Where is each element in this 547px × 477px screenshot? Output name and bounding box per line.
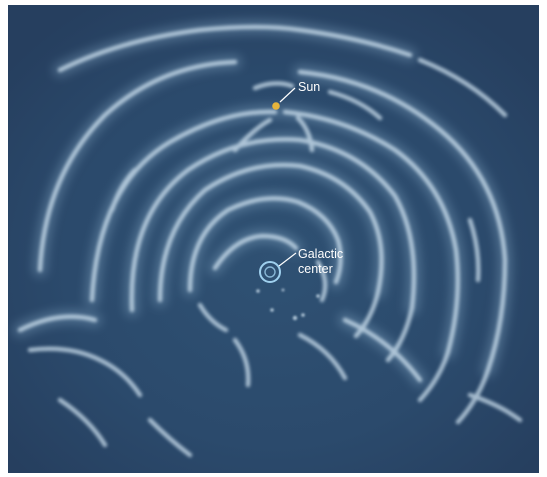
galactic-center-leader-line xyxy=(278,252,297,267)
galactic-center-marker xyxy=(259,252,297,283)
galactic-center-label-line2: center xyxy=(298,262,333,276)
sun-marker xyxy=(272,87,296,110)
spiral-arms xyxy=(17,24,523,458)
central-clusters xyxy=(256,288,320,321)
galactic-center-label-line1: Galactic xyxy=(298,247,343,261)
sun-leader-line xyxy=(279,87,296,103)
sun-label: Sun xyxy=(298,80,320,94)
